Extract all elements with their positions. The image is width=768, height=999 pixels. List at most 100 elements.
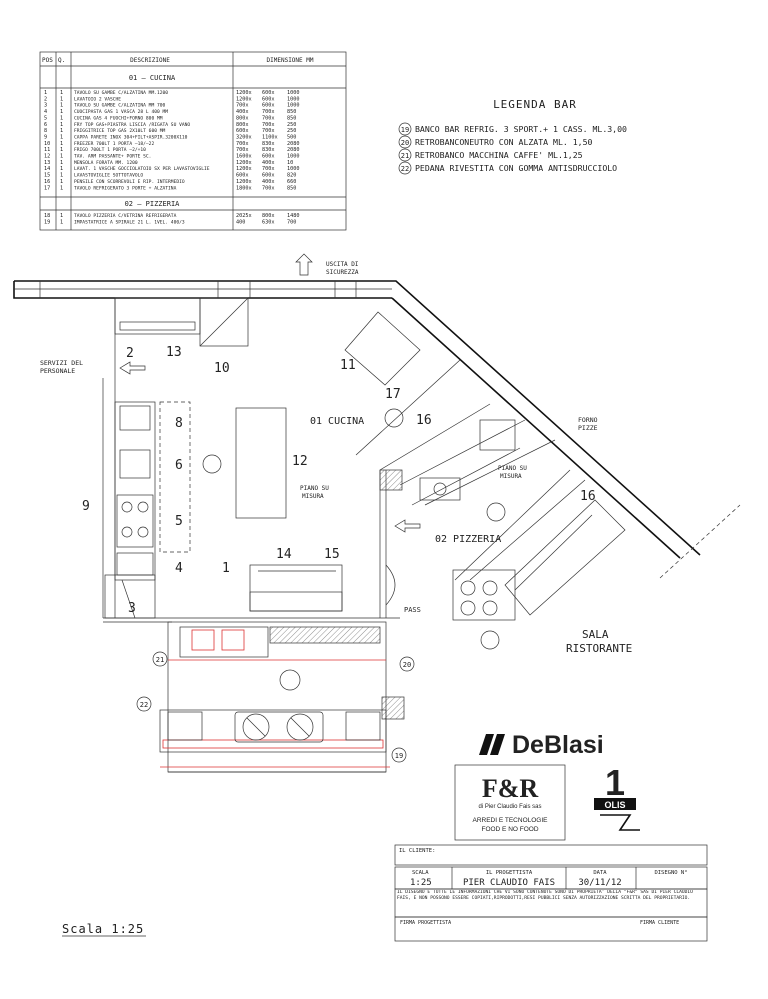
table-cell: 1000 [287,96,300,102]
table-cell: FREEZER 700LT 1 PORTA –18/–22 [74,141,154,147]
num-6: 6 [175,458,183,473]
olis-text: OLIS [604,800,625,810]
table-cell: TAVOLO SU GAMBE C/ALZATINA MM.1200 [74,90,168,96]
table-cell: FRIGO 700LT 1 PORTA –2/+10 [74,147,146,153]
table-cell: 1800x [236,185,252,191]
table-cell: 13 [44,160,50,166]
custom-top-label-1: PIANO SU [300,485,329,492]
num-9: 9 [82,499,90,514]
table-cell: 1 [60,173,63,179]
table-header-qty: Q. [58,57,65,64]
table-cell: 700x [262,166,275,172]
table-cell: 400 [236,220,245,226]
oven-label-2: PIZZE [578,424,598,432]
table-cell: TAVOLO REFRIGERATO 3 PORTE + ALZATINA [74,185,177,191]
table-cell: 800x [262,213,275,219]
table-cell: 660 [287,179,296,185]
table-cell: FRY TOP GAS+PIASTRA LISCIA /RIGATA SU VA… [74,122,190,128]
table-cell: 400x [236,109,249,115]
table-cell: 12 [44,154,50,160]
num-15: 17 [385,387,401,402]
kitchen-equipment [104,297,421,720]
scale-note: Scala 1:25 [62,922,144,936]
table-cell: 1000 [287,90,300,96]
num-5: 5 [175,514,183,529]
designer-label: IL PROGETTISTA [486,870,533,876]
pizzeria-label: 02 PIZZERIA [435,534,501,545]
table-cell: 400x [262,160,275,166]
sign-client: FIRMA CLIENTE [640,920,679,926]
table-cell: 5 [44,115,47,121]
bar-area [159,621,390,773]
table-cell: CUOCIPASTA GAS 1 VASCA 28 L 400 MM [74,109,168,115]
table-header-dim: DIMENSIONE MM [267,57,314,64]
table-cell: 1200x [236,96,252,102]
table-cell: 830x [262,147,275,153]
legend-item-text: BANCO BAR REFRIG. 3 SPORT.+ 1 CASS. ML.3… [415,124,627,134]
table-cell: 800x [236,115,249,121]
svg-text:1: 1 [605,762,625,803]
table-cell: 4 [44,109,47,115]
table-cell: 1100x [262,134,278,140]
legend-item-text: PEDANA RIVESTITA CON GOMMA ANTISDRUCCIOL… [415,163,617,173]
area-labels: USCITA DI SICUREZZA SERVIZI DEL PERSONAL… [40,253,632,655]
table-cell: 1000 [287,103,300,109]
table-cell: 1 [60,141,63,147]
table-cell: 1 [60,122,63,128]
legend-item-text: RETROBANCONEUTRO CON ALZATA ML. 1,50 [415,137,593,147]
table-cell: 700x [262,115,275,121]
num-1: 1 [222,561,230,576]
table-cell: 2025x [236,213,252,219]
num-8: 8 [175,416,183,431]
walls [13,280,741,623]
circ-21: 21 [156,656,164,664]
table-cell: 2 [44,96,47,102]
table-cell: 850 [287,185,296,191]
table-cell: LAVASTOVIGLIE SOTTOTAVOLO [74,173,143,179]
table-cell: 1 [60,179,63,185]
table-cell: 11 [44,147,50,153]
table-cell: 700x [236,141,249,147]
scale-value: 1:25 [410,878,432,888]
table-cell: 2080 [287,141,300,147]
table-cell: 1 [60,185,63,191]
kitchen-label: 01 CUCINA [310,416,364,427]
table-cell: 8 [44,128,47,134]
legend-number: 21 [401,152,409,160]
table-cell: 10 [287,160,293,166]
legend-number: 22 [401,165,409,173]
table-cell: 830x [262,141,275,147]
olis-logo: 1 OLIS [594,762,640,831]
table-cell: 600x [262,154,275,160]
table-cell: 850 [287,109,296,115]
table-cell: 700x [262,122,275,128]
table-cell: 630x [262,220,275,226]
table-cell: 820 [287,173,296,179]
copyright-notice: IL DISEGNO E TUTTE LE INFORMAZIONI CHE V… [397,890,693,901]
table-cell: 1600x [236,154,252,160]
legend-circle [398,135,412,149]
legend-circle [398,161,412,175]
table-cell: 700x [236,147,249,153]
legend-circle [398,148,412,162]
table-cell: 10 [44,141,50,147]
staff-label-2: PERSONALE [40,367,75,375]
table-cell: 600x [236,128,249,134]
table-cell: 1 [44,90,47,96]
table-cell: 1200x [236,166,252,172]
num-18: 16 [580,489,596,504]
oven-label-1: FORNO [578,416,598,424]
table-cell: 700 [287,220,296,226]
table-cell: 700x [262,128,275,134]
equipment-numbers: 2 13 10 11 17 16 8 6 12 9 5 4 1 14 15 3 … [82,345,596,616]
table-cell: 400x [262,179,275,185]
designer-value: PIER CLAUDIO FAIS [463,878,555,888]
table-cell: 14 [44,166,50,172]
table-cell: 16 [44,179,50,185]
table-cell: 1480 [287,213,300,219]
pass-label: PASS [404,606,421,614]
custom-top-label-2: MISURA [302,493,324,500]
table-cell: 1 [60,166,63,172]
table-header-desc: DESCRIZIONE [130,57,170,64]
